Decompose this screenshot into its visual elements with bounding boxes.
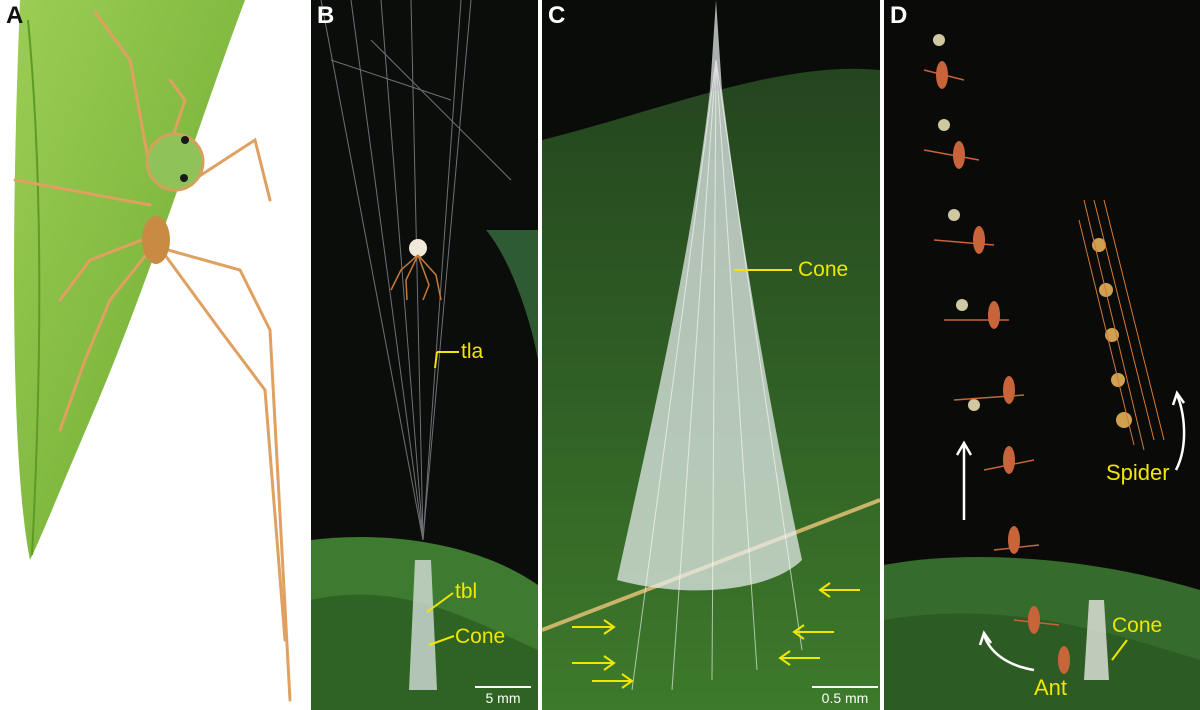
- scale-bar-c-label: 0.5 mm: [821, 690, 869, 706]
- scale-bar-c: 0.5 mm: [812, 686, 878, 706]
- spider-trail: [1078, 199, 1165, 451]
- panel-b-photo: [311, 0, 538, 710]
- label-tla: tla: [461, 340, 484, 363]
- scale-bar-b: 5 mm: [475, 686, 531, 706]
- scale-bar-b-label: 5 mm: [485, 690, 521, 706]
- label-ant: Ant: [1034, 675, 1068, 700]
- panel-c-photo: [542, 0, 880, 710]
- label-tbl: tbl: [455, 580, 478, 603]
- panel-d-photo: [884, 34, 1200, 710]
- panel-a: A: [0, 0, 307, 710]
- panel-b: B tla tbl Cone 5 mm: [311, 0, 538, 710]
- panel-c: C Cone 0.5 mm: [542, 0, 880, 710]
- label-cone-d: Cone: [1112, 614, 1163, 637]
- label-cone-c: Cone: [798, 258, 849, 281]
- panel-d-letter: D: [890, 2, 908, 29]
- label-spider: Spider: [1106, 460, 1170, 485]
- panel-a-letter: A: [6, 2, 24, 29]
- panel-d: D Spider Cone Ant: [884, 0, 1200, 710]
- panel-a-photo: [13, 0, 292, 702]
- panel-c-letter: C: [548, 2, 566, 29]
- ant-sequence: [923, 34, 1070, 674]
- label-cone-b: Cone: [455, 625, 506, 648]
- panel-b-letter: B: [317, 2, 335, 29]
